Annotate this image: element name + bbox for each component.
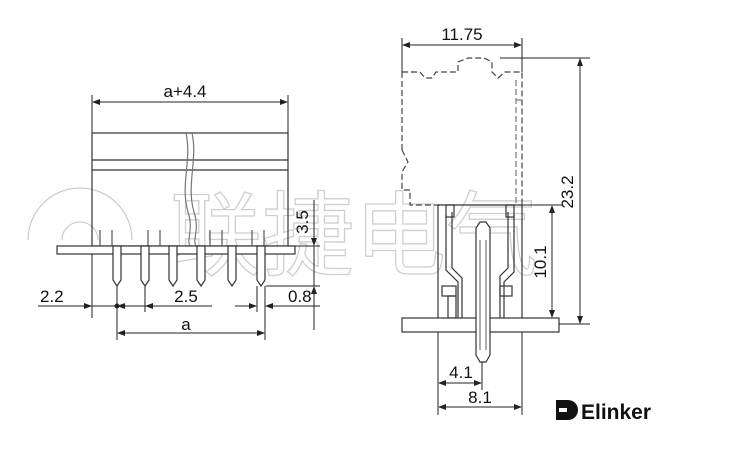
side-pin [475, 221, 491, 363]
dim-pin-pitch: 2.5 [174, 287, 198, 306]
dim-side-depth: 11.75 [441, 25, 482, 44]
elinker-logo-icon [556, 400, 578, 420]
dim-base-depth: 8.1 [468, 388, 492, 407]
dim-pin-width: 0.8 [288, 287, 312, 306]
dim-pin-offset: 4.1 [449, 363, 473, 382]
front-view [56, 132, 296, 288]
dim-total-height: 23.2 [558, 175, 577, 208]
front-dimension-labels: a+4.4 2.2 2.5 0.8 a 3.5 [40, 82, 312, 334]
brand-logo: Elinker [556, 400, 651, 424]
side-dimension-labels: 11.75 23.2 10.1 4.1 8.1 [441, 25, 577, 407]
brand-name: Elinker [581, 401, 651, 424]
dim-body-height: 10.1 [531, 245, 550, 278]
dim-front-width: a+4.4 [163, 82, 206, 101]
dim-pin-span: a [181, 315, 191, 334]
side-dimensions [401, 38, 590, 415]
front-dimensions [38, 95, 320, 340]
front-pins [112, 245, 266, 288]
dim-pin-length: 3.5 [293, 210, 312, 234]
watermark: 联捷电气 [27, 182, 539, 291]
side-view [401, 57, 560, 363]
dim-edge-offset: 2.2 [40, 287, 64, 306]
